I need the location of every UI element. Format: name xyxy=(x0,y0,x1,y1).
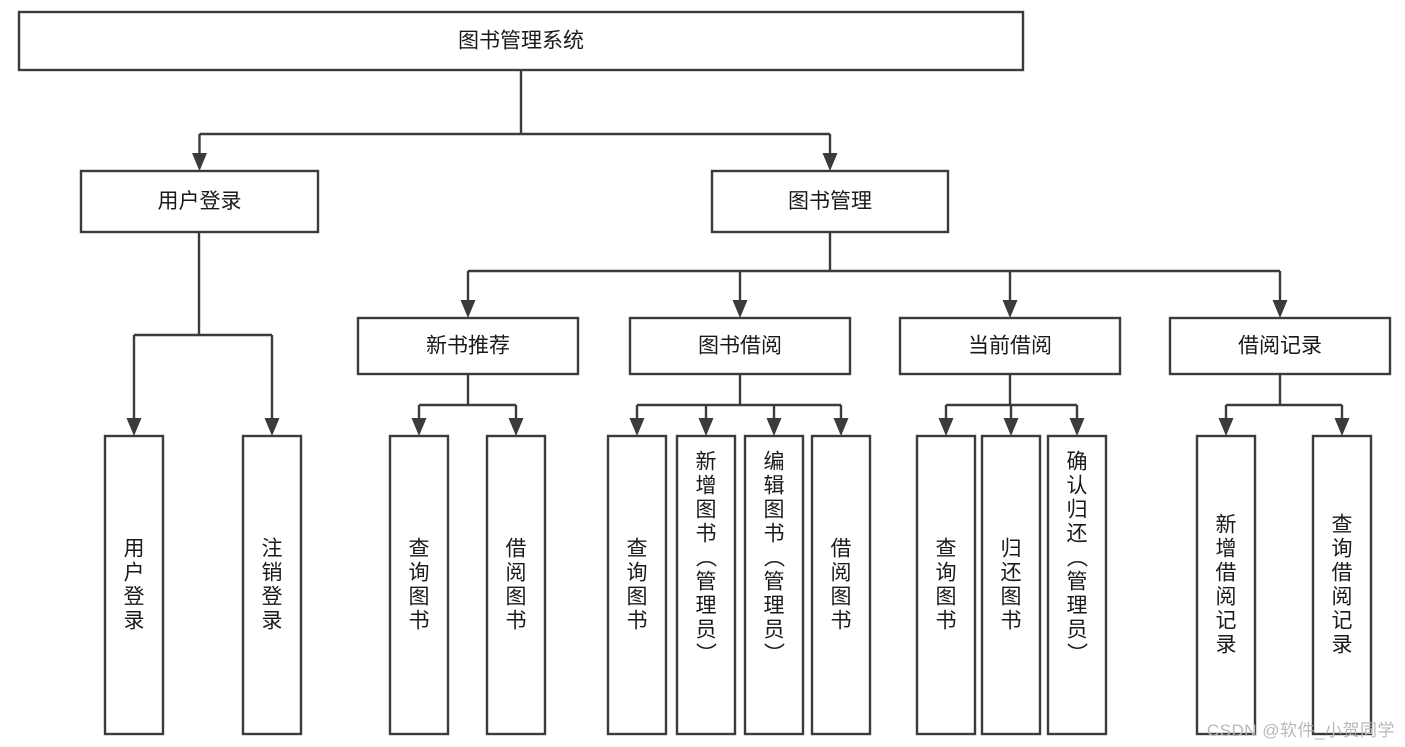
node-label-br-query-record: 查询借阅记录 xyxy=(1332,514,1353,657)
node-label-current-borrow: 当前借阅 xyxy=(968,335,1052,358)
node-user-login-leaf[interactable]: 用户登录 xyxy=(103,434,165,736)
node-label-user-login-leaf: 用户登录 xyxy=(124,538,145,633)
node-book-manage[interactable]: 图书管理 xyxy=(710,169,950,234)
node-box-bb-edit-book xyxy=(743,434,805,736)
arrow-head-bb-add-book xyxy=(698,418,714,436)
node-br-query-record[interactable]: 查询借阅记录 xyxy=(1311,434,1373,736)
node-bb-add-book[interactable]: 新增图书（管理员） xyxy=(675,434,737,736)
node-box-cb-confirm-return xyxy=(1046,434,1108,736)
node-label-bb-borrow-book: 借阅图书 xyxy=(831,538,852,633)
node-box-bb-add-book xyxy=(675,434,737,736)
node-user-logout-leaf[interactable]: 注销登录 xyxy=(241,434,303,736)
node-box-current-borrow xyxy=(898,316,1122,376)
node-box-br-query-record xyxy=(1311,434,1373,736)
node-box-cb-return-book xyxy=(980,434,1042,736)
arrow-head-nb-borrow-book xyxy=(508,418,524,436)
arrow-head-borrow-record xyxy=(1272,300,1288,318)
node-box-book-borrow xyxy=(628,316,852,376)
arrow-head-cb-confirm-return xyxy=(1069,418,1085,436)
node-cb-return-book[interactable]: 归还图书 xyxy=(980,434,1042,736)
node-label-new-book-recommend: 新书推荐 xyxy=(426,335,510,358)
node-box-book-manage xyxy=(710,169,950,234)
node-br-add-record[interactable]: 新增借阅记录 xyxy=(1195,434,1257,736)
node-label-br-add-record: 新增借阅记录 xyxy=(1216,514,1237,657)
arrow-head-current-borrow xyxy=(1002,300,1018,318)
node-box-nb-borrow-book xyxy=(485,434,547,736)
arrow-head-br-add-record xyxy=(1218,418,1234,436)
arrow-head-cb-query-book xyxy=(938,418,954,436)
node-label-bb-add-book: 新增图书（管理员） xyxy=(696,451,718,666)
node-user-login[interactable]: 用户登录 xyxy=(79,169,320,234)
node-box-br-add-record xyxy=(1195,434,1257,736)
arrow-head-user-login xyxy=(192,153,207,171)
arrow-head-bb-edit-book xyxy=(766,418,782,436)
connector-layer xyxy=(126,70,1350,436)
node-nb-query-book[interactable]: 查询图书 xyxy=(388,434,450,736)
node-box-user-login xyxy=(79,169,320,234)
arrow-head-br-query-record xyxy=(1334,418,1350,436)
node-book-borrow[interactable]: 图书借阅 xyxy=(628,316,852,376)
node-box-root xyxy=(17,10,1025,72)
node-label-user-logout-leaf: 注销登录 xyxy=(262,538,283,633)
node-box-borrow-record xyxy=(1168,316,1392,376)
watermark-text: CSDN @软件_小贺同学 xyxy=(1206,721,1395,740)
node-bb-query-book[interactable]: 查询图书 xyxy=(606,434,668,736)
node-box-new-book-recommend xyxy=(356,316,580,376)
node-label-book-manage: 图书管理 xyxy=(788,190,872,213)
node-borrow-record[interactable]: 借阅记录 xyxy=(1168,316,1392,376)
node-nb-borrow-book[interactable]: 借阅图书 xyxy=(485,434,547,736)
node-box-user-login-leaf xyxy=(103,434,165,736)
node-new-book-recommend[interactable]: 新书推荐 xyxy=(356,316,580,376)
node-label-user-login: 用户登录 xyxy=(158,190,242,213)
node-current-borrow[interactable]: 当前借阅 xyxy=(898,316,1122,376)
arrow-head-book-borrow xyxy=(732,300,748,318)
arrow-head-bb-borrow-book xyxy=(833,418,849,436)
node-label-bb-query-book: 查询图书 xyxy=(627,538,648,633)
node-label-nb-query-book: 查询图书 xyxy=(409,538,430,633)
node-label-root: 图书管理系统 xyxy=(458,30,584,53)
arrow-head-nb-query-book xyxy=(411,418,427,436)
node-bb-edit-book[interactable]: 编辑图书（管理员） xyxy=(743,434,805,736)
node-box-bb-borrow-book xyxy=(810,434,872,736)
arrow-head-bb-query-book xyxy=(629,418,645,436)
node-label-cb-query-book: 查询图书 xyxy=(936,538,957,633)
node-label-borrow-record: 借阅记录 xyxy=(1238,335,1322,358)
arrow-head-book-manage xyxy=(822,153,838,171)
node-cb-confirm-return[interactable]: 确认归还（管理员） xyxy=(1046,434,1108,736)
node-box-user-logout-leaf xyxy=(241,434,303,736)
arrow-head-user-logout-leaf xyxy=(264,418,280,436)
node-cb-query-book[interactable]: 查询图书 xyxy=(915,434,977,736)
arrow-head-cb-return-book xyxy=(1003,418,1019,436)
node-label-nb-borrow-book: 借阅图书 xyxy=(506,538,527,633)
node-label-cb-return-book: 归还图书 xyxy=(1001,538,1022,633)
node-label-book-borrow: 图书借阅 xyxy=(698,335,782,358)
node-layer: 图书管理系统用户登录图书管理新书推荐图书借阅当前借阅借阅记录用户登录注销登录查询… xyxy=(17,10,1392,736)
arrow-head-user-login-leaf xyxy=(126,418,142,436)
node-bb-borrow-book[interactable]: 借阅图书 xyxy=(810,434,872,736)
arrow-head-new-book-recommend xyxy=(460,300,476,318)
node-box-bb-query-book xyxy=(606,434,668,736)
node-box-nb-query-book xyxy=(388,434,450,736)
node-root[interactable]: 图书管理系统 xyxy=(17,10,1025,72)
node-label-bb-edit-book: 编辑图书（管理员） xyxy=(764,451,786,666)
node-box-cb-query-book xyxy=(915,434,977,736)
node-label-cb-confirm-return: 确认归还（管理员） xyxy=(1067,451,1089,666)
